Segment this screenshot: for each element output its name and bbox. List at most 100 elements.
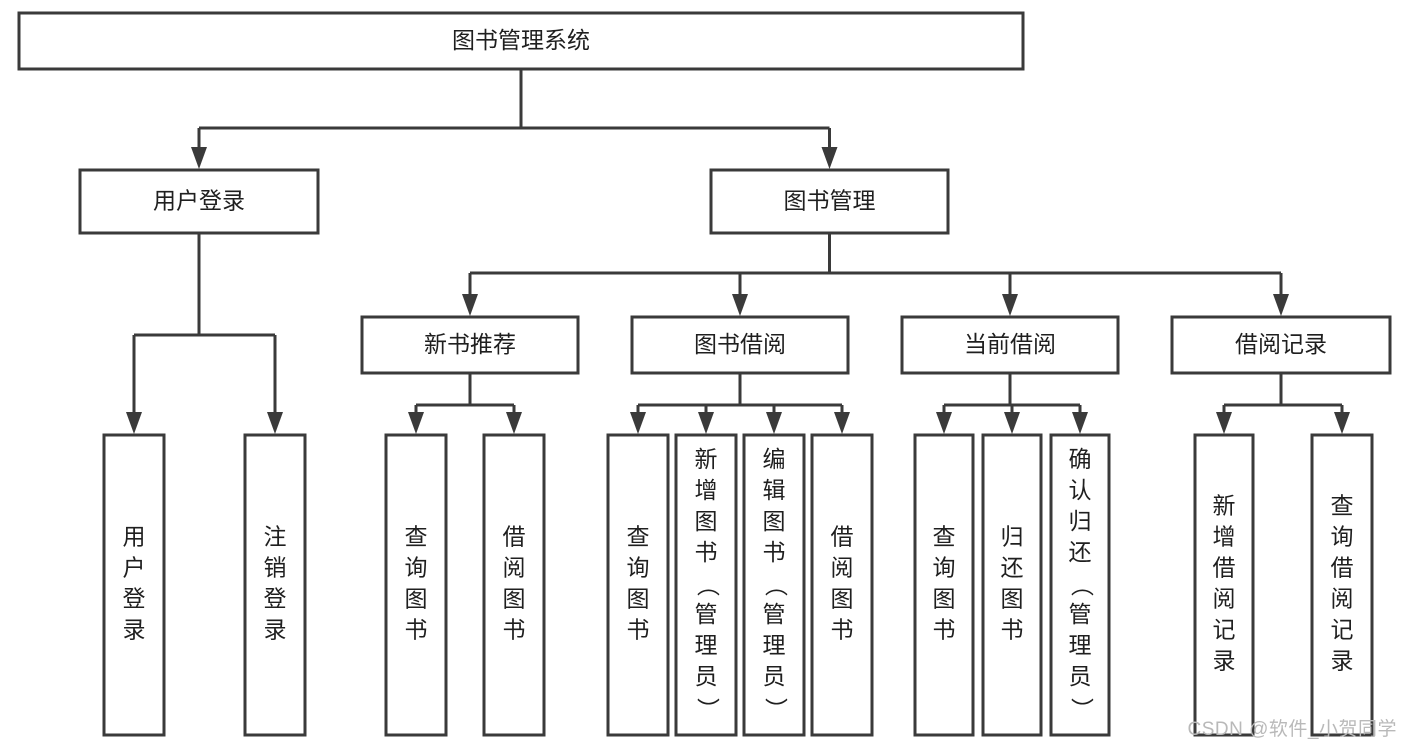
node-label-char: 认 bbox=[1069, 477, 1092, 503]
edge-arrowhead bbox=[191, 147, 207, 169]
node-box[interactable] bbox=[742, 433, 806, 737]
node-label-char: 员 bbox=[695, 663, 718, 689]
node-box[interactable] bbox=[674, 433, 738, 737]
node-box[interactable] bbox=[981, 433, 1043, 737]
node-label-char: 录 bbox=[264, 617, 287, 643]
node-label-char: 员 bbox=[763, 663, 786, 689]
node-box[interactable] bbox=[1193, 433, 1255, 737]
node-box[interactable] bbox=[17, 11, 1025, 71]
node-label-char: 借 bbox=[831, 524, 854, 550]
node-label-char: 归 bbox=[1001, 524, 1024, 550]
edge-arrowhead bbox=[267, 412, 283, 434]
node-box[interactable] bbox=[913, 433, 975, 737]
node-label-char: 理 bbox=[1069, 632, 1092, 658]
node-current-borrow[interactable]: 当前借阅 bbox=[900, 315, 1120, 375]
node-box[interactable] bbox=[606, 433, 670, 737]
node-label-char: 登 bbox=[123, 586, 146, 612]
node-label-char: 借 bbox=[503, 524, 526, 550]
node-label: 图书管理系统 bbox=[452, 27, 590, 53]
node-label-char: 图 bbox=[763, 508, 786, 534]
node-label: 新书推荐 bbox=[424, 331, 516, 357]
edge-arrowhead bbox=[408, 412, 424, 434]
node-label-char: 借 bbox=[1331, 555, 1354, 581]
node-label-char: 理 bbox=[695, 632, 718, 658]
node-label-char: ） bbox=[1069, 698, 1095, 721]
node-user-login[interactable]: 用户登录 bbox=[78, 168, 320, 235]
node-label-char: 增 bbox=[695, 477, 718, 503]
node-book-borrow[interactable]: 图书借阅 bbox=[630, 315, 850, 375]
node-label: 用户登录 bbox=[153, 188, 245, 214]
node-label: 图书借阅 bbox=[694, 331, 786, 357]
node-label-char: 辑 bbox=[763, 477, 786, 503]
node-label-char: 还 bbox=[1069, 539, 1092, 565]
node-label-char: 图 bbox=[503, 586, 526, 612]
node-label-char: 录 bbox=[1213, 648, 1236, 674]
node-label-char: 图 bbox=[405, 586, 428, 612]
edge-arrowhead bbox=[506, 412, 522, 434]
node-label-char: 书 bbox=[1001, 617, 1024, 643]
node-box[interactable] bbox=[384, 433, 448, 737]
edge-arrowhead bbox=[1216, 412, 1232, 434]
node-new-book-recommend[interactable]: 新书推荐 bbox=[360, 315, 580, 375]
node-label-char: 图 bbox=[933, 586, 956, 612]
edge-arrowhead bbox=[834, 412, 850, 434]
node-box[interactable] bbox=[78, 168, 320, 235]
node-label-char: 录 bbox=[1331, 648, 1354, 674]
node-label-char: 书 bbox=[503, 617, 526, 643]
node-label-char: 询 bbox=[405, 555, 428, 581]
node-label-char: （ bbox=[695, 574, 721, 597]
node-label-char: 注 bbox=[264, 524, 287, 550]
node-label-char: 查 bbox=[933, 524, 956, 550]
node-box[interactable] bbox=[1310, 433, 1374, 737]
edge-arrowhead bbox=[1334, 412, 1350, 434]
node-label-char: 新 bbox=[695, 446, 718, 472]
node-label-char: 还 bbox=[1001, 555, 1024, 581]
node-label-char: 图 bbox=[695, 508, 718, 534]
node-label-char: （ bbox=[1069, 574, 1095, 597]
node-box[interactable] bbox=[630, 315, 850, 375]
node-label-char: 销 bbox=[264, 555, 287, 581]
node-box[interactable] bbox=[709, 168, 950, 235]
node-box[interactable] bbox=[1049, 433, 1111, 737]
node-box[interactable] bbox=[810, 433, 874, 737]
node-label-char: 图 bbox=[1001, 586, 1024, 612]
node-label-char: 书 bbox=[763, 539, 786, 565]
node-box[interactable] bbox=[482, 433, 546, 737]
node-leaf-user-login[interactable]: 用户登录 bbox=[102, 433, 166, 737]
node-label-char: 询 bbox=[1331, 524, 1354, 550]
node-label-char: 询 bbox=[933, 555, 956, 581]
node-box[interactable] bbox=[102, 433, 166, 737]
node-label-char: 登 bbox=[264, 586, 287, 612]
node-label-char: 录 bbox=[123, 617, 146, 643]
node-label-char: 管 bbox=[1069, 601, 1092, 627]
node-label-char: 查 bbox=[405, 524, 428, 550]
node-box[interactable] bbox=[900, 315, 1120, 375]
node-label-char: 员 bbox=[1069, 663, 1092, 689]
edge-arrowhead bbox=[1072, 412, 1088, 434]
edge-arrowhead bbox=[126, 412, 142, 434]
node-box[interactable] bbox=[1170, 315, 1392, 375]
node-box[interactable] bbox=[243, 433, 307, 737]
node-label-char: 书 bbox=[933, 617, 956, 643]
node-borrow-record[interactable]: 借阅记录 bbox=[1170, 315, 1392, 375]
node-root[interactable]: 图书管理系统 bbox=[17, 11, 1025, 71]
node-label-char: 借 bbox=[1213, 555, 1236, 581]
node-box[interactable] bbox=[360, 315, 580, 375]
node-book-manage[interactable]: 图书管理 bbox=[709, 168, 950, 235]
node-label-char: 增 bbox=[1213, 524, 1236, 550]
node-label-char: （ bbox=[763, 574, 789, 597]
